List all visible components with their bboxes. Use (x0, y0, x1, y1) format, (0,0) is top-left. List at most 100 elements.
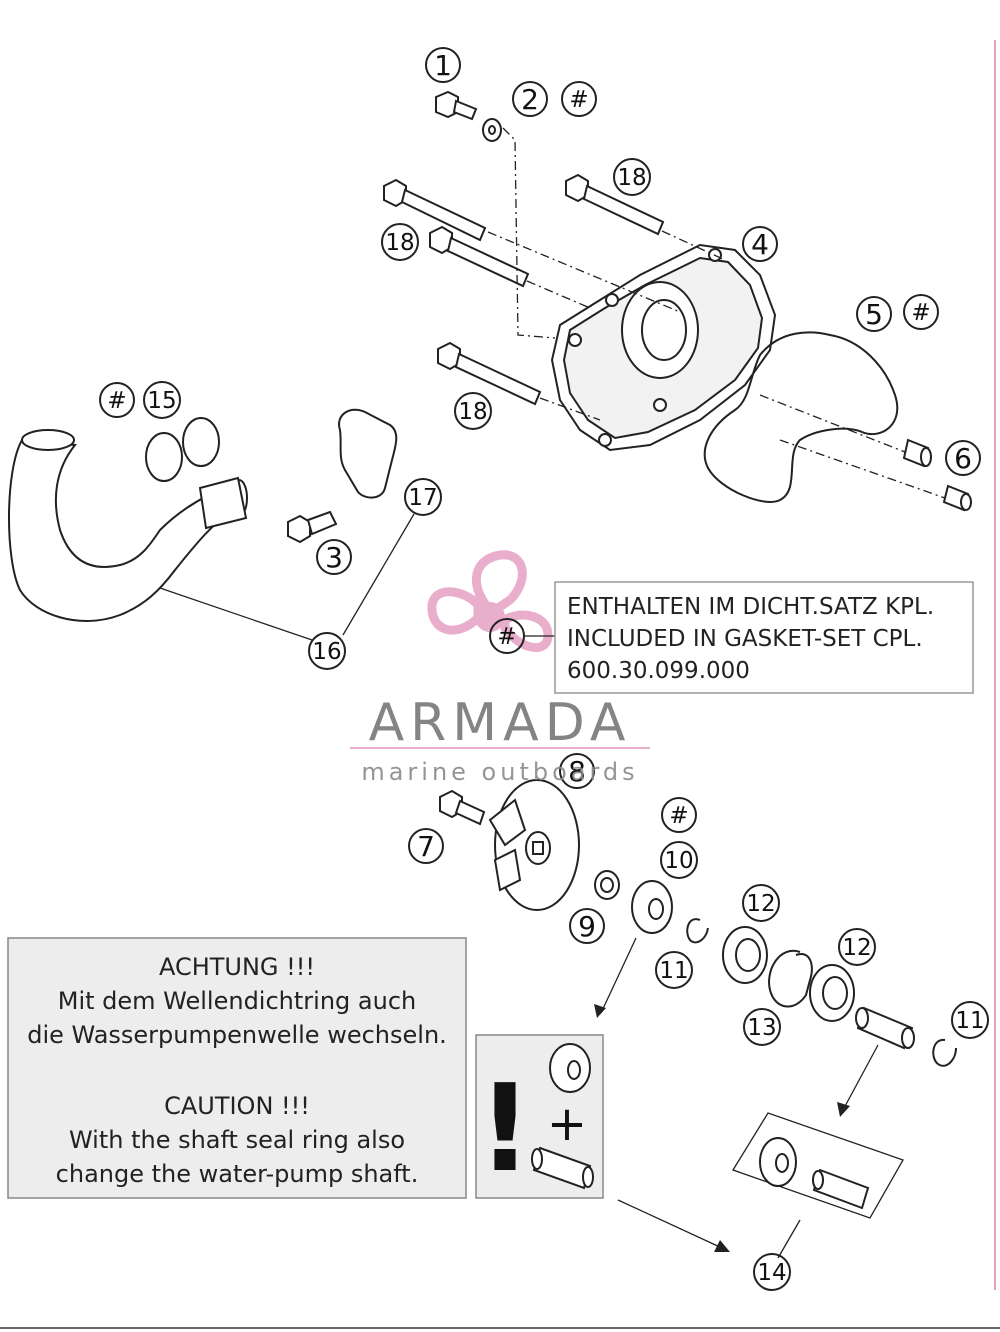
callout-5-label: 5 (865, 298, 883, 331)
callout-17-label: 17 (408, 485, 437, 511)
propeller-logo-icon (427, 550, 553, 653)
kit-shaft-icon (531, 1146, 594, 1190)
svg-text:#: # (911, 300, 930, 326)
callout-18a-label: 18 (617, 165, 646, 191)
part-18-bolt-d (437, 341, 542, 406)
hash-marker-legend: # (489, 618, 555, 654)
leader-lines (159, 127, 946, 1259)
callout-16: 16 (308, 632, 346, 670)
part-18-bolt-b (565, 173, 665, 236)
callout-17: 17 (404, 478, 442, 516)
callout-15: 15 (143, 381, 181, 419)
part-18-bolt-c (429, 225, 530, 288)
callout-6-label: 6 (954, 442, 972, 475)
part-4-pump-cover (550, 243, 777, 452)
callout-1: 1 (425, 47, 461, 83)
kit-seal-ring-icon (549, 1043, 591, 1093)
replacement-kit-box: ! + (475, 1034, 604, 1199)
logo-subtitle: marine outboards (361, 758, 638, 786)
caution-note: ACHTUNG !!! Mit dem Wellendichtring auch… (7, 937, 467, 1199)
part-15-o-rings (145, 417, 220, 482)
part-14-water-pump-shaft (855, 1006, 915, 1050)
part-2-washer (482, 118, 502, 142)
callout-9-label: 9 (578, 910, 596, 943)
armada-logo-watermark: ARMADA marine outboards (350, 550, 650, 786)
callout-16-label: 16 (312, 639, 341, 665)
part-18-bolt-a (383, 178, 487, 242)
callout-18b: 18 (381, 223, 419, 261)
callout-18b-label: 18 (385, 230, 414, 256)
callout-13-label: 13 (747, 1015, 776, 1041)
part-14-kit-frame (732, 1112, 904, 1219)
callout-2: 2 (512, 81, 548, 117)
part-12-bearing-a (722, 926, 768, 984)
callout-12b: 12 (838, 928, 876, 966)
callout-12a: 12 (742, 884, 780, 922)
callout-4-label: 4 (751, 228, 769, 261)
caution-line-de-2: die Wasserpumpenwelle wechseln. (27, 1021, 447, 1049)
callout-15-label: 15 (147, 388, 176, 414)
callout-1-label: 1 (434, 49, 452, 82)
caution-title-en: CAUTION !!! (164, 1092, 310, 1120)
callout-18c-label: 18 (458, 399, 487, 425)
logo-title: ARMADA (369, 693, 632, 753)
part-16-water-pipe (8, 429, 248, 622)
callout-4: 4 (742, 226, 778, 262)
part-11-circlip-b (932, 1038, 957, 1067)
callout-8-label: 8 (568, 755, 586, 788)
callout-11a: 11 (655, 951, 693, 989)
svg-text:#: # (497, 624, 516, 650)
part-9-seal (594, 870, 620, 900)
part-12-bearing-b (809, 964, 855, 1022)
callout-9: 9 (569, 908, 605, 944)
hash-marker-part-2: # (561, 81, 597, 117)
caution-line-en-2: change the water-pump shaft. (56, 1160, 419, 1188)
part-10-shaft-seal-ring (631, 880, 673, 934)
part-3-bolt (287, 510, 338, 544)
part-1-screw (435, 90, 478, 121)
callout-7-label: 7 (417, 830, 435, 863)
callout-5: 5 (856, 296, 892, 332)
part-6-dowel-sleeves (902, 438, 972, 512)
gasket-note-part-number: 600.30.099.000 (567, 658, 750, 684)
hash-marker-part-15: # (99, 382, 135, 418)
callout-18a: 18 (613, 158, 651, 196)
caution-line-en-1: With the shaft seal ring also (69, 1126, 405, 1154)
exclamation-icon: ! (478, 1060, 533, 1199)
callout-12a-label: 12 (746, 891, 775, 917)
part-13-snap-ring (768, 949, 813, 1008)
callout-14: 14 (753, 1253, 791, 1291)
callout-11b: 11 (951, 1001, 989, 1039)
gasket-note-line-en: INCLUDED IN GASKET-SET CPL. (567, 626, 923, 652)
hash-marker-part-5: # (903, 294, 939, 330)
svg-text:#: # (569, 87, 588, 113)
caution-line-de-1: Mit dem Wellendichtring auch (58, 987, 416, 1015)
gasket-set-note: ENTHALTEN IM DICHT.SATZ KPL. INCLUDED IN… (554, 581, 974, 694)
callout-7: 7 (408, 828, 444, 864)
caution-title-de: ACHTUNG !!! (159, 953, 315, 981)
callout-18c: 18 (454, 392, 492, 430)
callout-10: 10 (660, 841, 698, 879)
part-17-flange-gasket (338, 408, 398, 499)
svg-text:#: # (669, 803, 688, 829)
part-7-screw (439, 789, 486, 826)
callout-2-label: 2 (521, 83, 539, 116)
callout-13: 13 (743, 1008, 781, 1046)
part-8-impeller (488, 779, 580, 911)
part-5-gasket (703, 331, 899, 503)
callout-10-label: 10 (664, 848, 693, 874)
hash-marker-part-10: # (661, 797, 697, 833)
callout-14-label: 14 (757, 1260, 786, 1286)
callout-6: 6 (945, 440, 981, 476)
callout-11a-label: 11 (659, 958, 688, 984)
callout-3-label: 3 (325, 541, 343, 574)
callout-3: 3 (316, 539, 352, 575)
svg-text:#: # (107, 388, 126, 414)
gasket-note-line-de: ENTHALTEN IM DICHT.SATZ KPL. (567, 594, 934, 620)
callout-8: 8 (559, 753, 595, 789)
callout-12b-label: 12 (842, 935, 871, 961)
plus-icon: + (547, 1096, 587, 1152)
part-11-circlip-a (686, 918, 709, 944)
callout-11b-label: 11 (955, 1008, 984, 1034)
